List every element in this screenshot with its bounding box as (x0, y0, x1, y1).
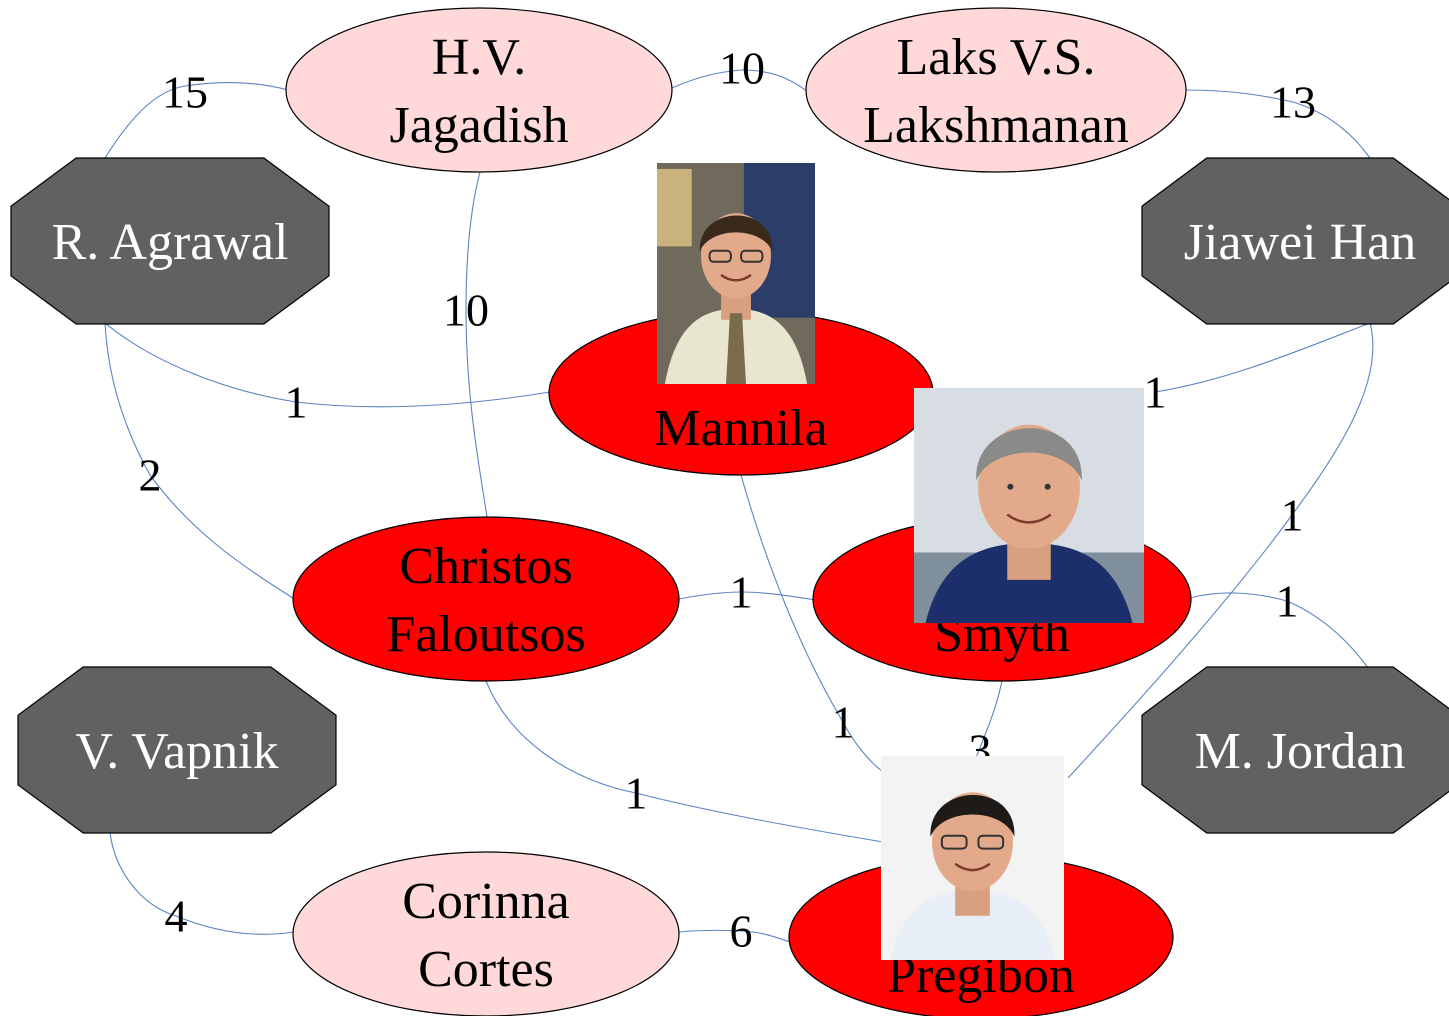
edge-cortes-pregibon (678, 929, 791, 943)
edge-mannila-pregibon (740, 474, 884, 773)
edge-jagadish-lakshmanan (671, 69, 809, 93)
node-label: Lakshmanan (863, 97, 1129, 154)
node-label: Christos (399, 538, 572, 595)
edge-weight-label: 1 (1281, 490, 1304, 541)
node-shape (1141, 157, 1449, 325)
edge-weight-label: 2 (139, 450, 162, 501)
photos-layer (657, 163, 1144, 960)
edge-han-pregibon (1067, 322, 1374, 779)
node-shape (10, 157, 330, 325)
node-label: Corinna (402, 873, 570, 930)
edge-mannila-han (1154, 322, 1371, 393)
node-label: H.V. (432, 29, 526, 86)
node-lakshmanan: Laks V.S. Lakshmanan (805, 7, 1187, 173)
edge-weight-label: 10 (443, 285, 489, 336)
person-photo-icon (881, 756, 1064, 960)
edge-weight-label: 1 (1276, 576, 1299, 627)
person-photo-icon (657, 163, 815, 384)
edge-smyth-pregibon (974, 680, 1003, 761)
node-jagadish: H.V. Jagadish (285, 7, 673, 173)
edge-faloutsos-smyth (678, 591, 817, 601)
node-agrawal: R. Agrawal (10, 157, 330, 325)
node-label: Cortes (418, 941, 554, 998)
node-shape (805, 7, 1187, 173)
edge-weight-label: 13 (1270, 77, 1316, 128)
node-label: Faloutsos (386, 606, 585, 663)
edge-lakshmanan-han (1185, 89, 1371, 159)
edge-faloutsos-pregibon (485, 680, 884, 843)
edge-weight-label: 15 (162, 67, 208, 118)
edge-agrawal-faloutsos (104, 322, 294, 599)
node-label: Laks V.S. (897, 29, 1096, 86)
edge-weight-label: 1 (625, 768, 648, 819)
node-jordan: M. Jordan (1141, 666, 1449, 834)
node-shape (285, 7, 673, 173)
edge-agrawal-jagadish (104, 81, 289, 159)
edge-weight-label: 6 (730, 906, 753, 957)
edges-layer (104, 69, 1374, 943)
edge-weight-label: 1 (285, 377, 308, 428)
node-shape (17, 666, 337, 834)
node-label: M. Jordan (1195, 723, 1406, 780)
node-label: Mannila (654, 400, 827, 457)
edge-weight-label: 10 (719, 43, 765, 94)
edge-weight-label: 4 (165, 891, 188, 942)
node-label: Jiawei Han (1184, 214, 1416, 271)
node-label: V. Vapnik (75, 723, 278, 780)
edge-weight-label: 1 (832, 697, 855, 748)
edge-smyth-jordan (1189, 592, 1369, 669)
edge-weight-label: 1 (1144, 367, 1167, 418)
node-label: Jagadish (389, 97, 568, 154)
node-label: R. Agrawal (52, 214, 289, 271)
nodes-layer: H.V. Jagadish Laks V.S. Lakshmanan R. Agrawa… (10, 7, 1449, 1016)
node-shape (292, 851, 680, 1016)
edge-vapnik-cortes (109, 832, 295, 935)
person-photo-icon (914, 388, 1144, 623)
edge-weight-label: 1 (730, 567, 753, 618)
node-vapnik: V. Vapnik (17, 666, 337, 834)
node-han: Jiawei Han (1141, 157, 1449, 325)
edge-jagadish-faloutsos (465, 171, 488, 518)
node-shape (1141, 666, 1449, 834)
edge-agrawal-mannila (104, 322, 551, 408)
node-shape (292, 516, 680, 682)
